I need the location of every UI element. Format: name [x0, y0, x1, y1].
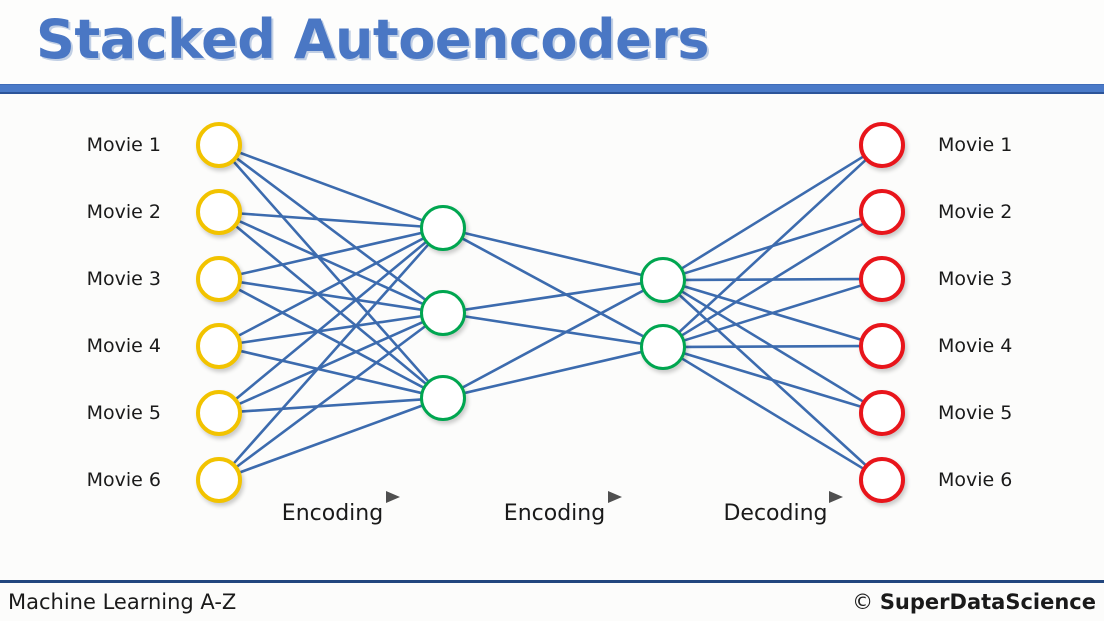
footer-divider [0, 580, 1104, 583]
stage-encoding-2-label: Encoding [503, 501, 606, 526]
neuron-output-layer-1 [859, 122, 905, 168]
network-edge [683, 284, 862, 342]
output-layer-label-1: Movie 1 [938, 134, 1013, 156]
input-layer-label-3: Movie 3 [86, 268, 161, 290]
title-divider [0, 84, 1104, 94]
network-edge [461, 289, 645, 389]
network-edge [238, 237, 424, 337]
network-edge [464, 315, 642, 345]
network-edge [464, 231, 642, 277]
neuron-output-layer-2 [859, 189, 905, 235]
network-edge [238, 321, 424, 405]
neuron-hidden-layer-1-3 [420, 375, 466, 421]
neuron-output-layer-3 [859, 256, 905, 302]
network-edge [232, 160, 430, 383]
neuron-output-layer-4 [859, 323, 905, 369]
neuron-input-layer-6 [196, 457, 242, 503]
network-edge [681, 155, 864, 270]
neuron-hidden-layer-1-1 [420, 205, 466, 251]
network-edge [240, 212, 422, 228]
brand-name: SuperDataScience [879, 590, 1096, 614]
network-edge [240, 398, 422, 413]
network-edge [239, 151, 423, 222]
network-edge [684, 344, 861, 349]
neuron-input-layer-5 [196, 390, 242, 436]
network-edge [681, 357, 864, 470]
network-edge [238, 288, 424, 389]
network-edge [240, 315, 422, 344]
stage-encoding-1-label: Encoding [281, 501, 384, 526]
stage-encoding-1: Encoding [265, 483, 400, 529]
neuron-input-layer-4 [196, 323, 242, 369]
network-edge [681, 222, 864, 337]
copyright-symbol: © [852, 590, 880, 614]
network-edge [683, 352, 862, 408]
input-layer-label-5: Movie 5 [86, 402, 161, 424]
neuron-input-layer-3 [196, 256, 242, 302]
stage-decoding: Decoding [708, 483, 843, 529]
neuron-output-layer-6 [859, 457, 905, 503]
stage-decoding-label: Decoding [723, 501, 828, 526]
autoencoder-diagram: Movie 1 Movie 2 Movie 3 Movie 4 Movie 5 Movie… [0, 91, 1104, 580]
network-edges [232, 151, 867, 474]
output-layer-label-3: Movie 3 [938, 268, 1013, 290]
output-layer-label-4: Movie 4 [938, 335, 1013, 357]
page-title: Stacked Autoencoders [36, 8, 710, 71]
network-edge [240, 349, 422, 395]
neuron-hidden-layer-2-1 [640, 257, 686, 303]
output-layer-label-2: Movie 2 [938, 201, 1013, 223]
network-edge [461, 237, 645, 338]
network-edge [240, 281, 422, 311]
network-edge [235, 241, 427, 400]
stage-decoding-arrow-icon [708, 491, 843, 503]
network-edge [238, 220, 424, 305]
neuron-output-layer-5 [859, 390, 905, 436]
network-edge [678, 159, 867, 333]
output-layer-label-6: Movie 6 [938, 469, 1013, 491]
neuron-input-layer-1 [196, 122, 242, 168]
neuron-input-layer-2 [196, 189, 242, 235]
input-layer-label-1: Movie 1 [86, 134, 161, 156]
neuron-hidden-layer-1-2 [420, 290, 466, 336]
network-edge [236, 325, 426, 468]
input-layer-label-6: Movie 6 [86, 469, 161, 491]
network-edge [235, 225, 427, 385]
network-edge [232, 243, 430, 465]
footer: Machine Learning A-Z © SuperDataScience [0, 586, 1104, 621]
footer-course-name: Machine Learning A-Z [8, 590, 237, 614]
stage-encoding-2-arrow-icon [487, 491, 622, 503]
network-edge [239, 404, 423, 474]
network-edge [240, 231, 422, 276]
neuron-hidden-layer-2-2 [640, 324, 686, 370]
network-edge [464, 282, 642, 311]
input-layer-label-4: Movie 4 [86, 335, 161, 357]
stage-encoding-1-arrow-icon [265, 491, 400, 503]
network-edge [236, 157, 426, 301]
footer-copyright: © SuperDataScience [852, 590, 1096, 614]
title-bar: Stacked Autoencoders [0, 0, 1104, 84]
network-edge [464, 350, 642, 395]
output-layer-label-5: Movie 5 [938, 402, 1013, 424]
input-layer-label-2: Movie 2 [86, 201, 161, 223]
stage-encoding-2: Encoding [487, 483, 622, 529]
